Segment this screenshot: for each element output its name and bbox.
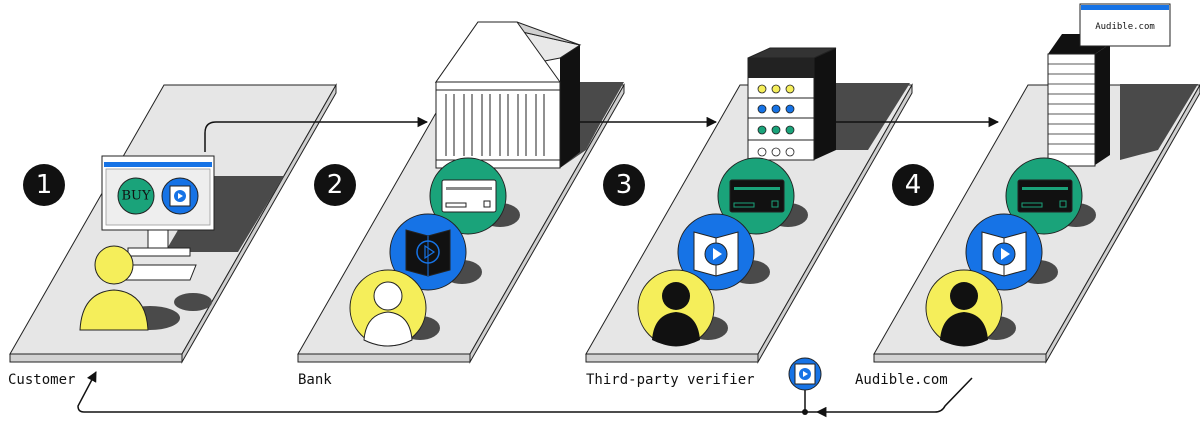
audible-website-window: Audible.com	[1079, 3, 1171, 47]
delivery-junction-dot	[802, 409, 808, 415]
buy-button-label: BUY	[121, 189, 151, 204]
buy-button[interactable]: BUY	[117, 177, 155, 215]
audible-card-icon	[1005, 157, 1083, 235]
delivered-audiobook-icon	[788, 357, 822, 391]
bank-audiobook-icon	[389, 213, 467, 291]
step-number-3: 3	[616, 170, 633, 200]
verifier-card-icon	[717, 157, 795, 235]
arrow-return-to-customer	[77, 371, 817, 413]
audible-audiobook-icon	[965, 213, 1043, 291]
arrow-audible-to-customer	[815, 377, 973, 418]
bank-card-icon	[429, 157, 507, 235]
customer-person-icon	[79, 245, 149, 331]
step-badge-2: 2	[314, 164, 356, 206]
label-bank: Bank	[298, 372, 332, 388]
verifier-person-icon	[637, 269, 715, 347]
audible-person-icon	[925, 269, 1003, 347]
verifier-server	[747, 47, 837, 161]
audible-building	[1047, 34, 1110, 167]
step-badge-1: 1	[23, 164, 65, 206]
step-badge-4: 4	[892, 164, 934, 206]
arrow-customer-to-bank	[204, 116, 429, 152]
label-third-party-verifier: Third-party verifier	[586, 372, 755, 388]
audiobook-product-icon[interactable]	[161, 177, 199, 215]
step-number-4: 4	[905, 170, 922, 200]
website-url-text: Audible.com	[1095, 22, 1155, 32]
step-number-2: 2	[327, 170, 344, 200]
verifier-audiobook-icon	[677, 213, 755, 291]
step-number-1: 1	[36, 170, 53, 200]
label-audible: Audible.com	[855, 372, 948, 388]
bank-building	[434, 21, 582, 169]
bank-person-icon	[349, 269, 427, 347]
step-badge-3: 3	[603, 164, 645, 206]
label-customer: Customer	[8, 372, 75, 388]
